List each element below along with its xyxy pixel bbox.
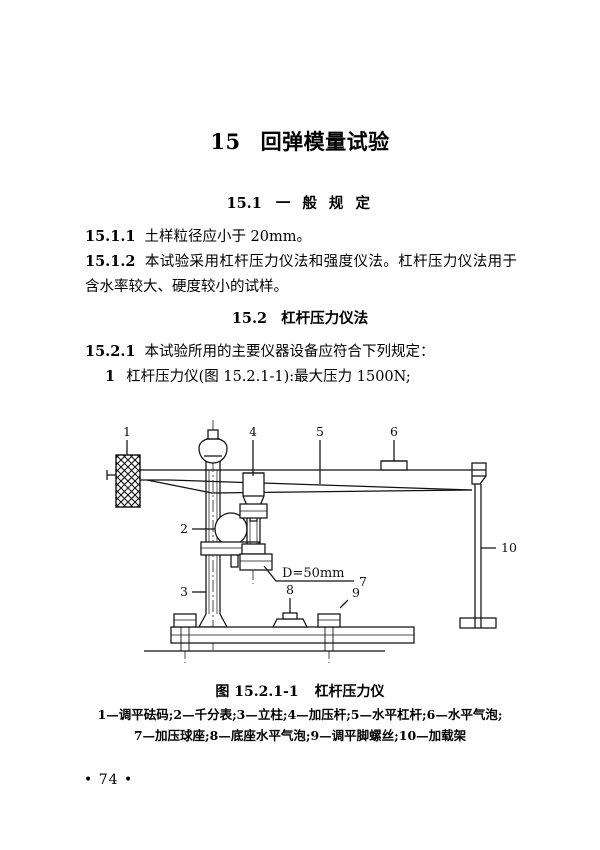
paragraph-text-item-1: 杠杆压力仪(图 15.2.1-1):最大压力 1500N;	[126, 369, 411, 385]
chapter-number: 15	[210, 129, 241, 154]
figure-callout-7: 7	[359, 574, 367, 589]
figure-callout-1: 1	[123, 424, 131, 439]
figure-callout-8: 8	[286, 582, 294, 597]
figure-callout-10: 10	[501, 540, 517, 555]
figure-caption-title: 杠杆压力仪	[314, 684, 385, 700]
paragraph-label-15-1-2: 15.1.2	[85, 253, 136, 270]
figure-lever-pressure-apparatus: 1 2 3 4 5 6 7 8 9 10 D=50mm	[100, 418, 540, 678]
figure-dimension-label: D=50mm	[282, 566, 345, 581]
paragraph-label-15-1-1: 15.1.1	[85, 228, 136, 245]
section-heading-15-2: 15.2 杠杆压力仪法	[0, 307, 600, 328]
paragraph-label-item-1: 1	[105, 368, 116, 385]
paragraph-15-1-1: 15.1.1 土样粒径应小于 20mm。	[85, 224, 517, 250]
paragraph-label-15-2-1: 15.2.1	[85, 343, 136, 360]
figure-callout-2: 2	[180, 521, 188, 536]
figure-legend-line-1: 1—调平砝码;2—千分表;3—立柱;4—加压杆;5—水平杠杆;6—水平气泡;	[97, 707, 503, 722]
figure-legend-line-2: 7—加压球座;8—底座水平气泡;9—调平脚螺丝;10—加载架	[133, 728, 467, 743]
section-title-15-2: 杠杆压力仪法	[281, 310, 369, 327]
figure-legend: 1—调平砝码;2—千分表;3—立柱;4—加压杆;5—水平杠杆;6—水平气泡; 7…	[60, 704, 540, 746]
section-title-15-1: 一 般 规 定	[275, 195, 374, 212]
paragraph-text-15-1-1: 土样粒径应小于 20mm。	[144, 229, 312, 245]
paragraph-text-15-1-2: 本试验采用杠杆压力仪法和强度仪法。杠杆压力仪法用于含水率较大、硬度较小的试样。	[85, 254, 517, 295]
callout-9-leader	[339, 599, 349, 609]
figure-callout-9: 9	[352, 585, 360, 600]
figure-callout-5: 5	[316, 424, 324, 439]
section-number-15-2: 15.2	[231, 310, 268, 327]
chapter-title-text: 回弹模量试验	[260, 129, 390, 154]
paragraph-item-1: 1 杠杆压力仪(图 15.2.1-1):最大压力 1500N;	[105, 364, 517, 390]
paragraph-15-2-1: 15.2.1 本试验所用的主要仪器设备应符合下列规定：	[85, 339, 517, 365]
section-heading-15-1: 15.1 一 般 规 定	[0, 192, 600, 213]
section-number-15-1: 15.1	[226, 195, 262, 212]
figure-callout-4: 4	[249, 424, 257, 439]
figure-caption-number: 图 15.2.1-1	[215, 684, 299, 700]
figure-callout-6: 6	[390, 424, 398, 439]
figure-caption: 图 15.2.1-1 杠杆压力仪	[0, 681, 600, 701]
page-number: • 74 •	[84, 772, 134, 788]
paragraph-text-15-2-1: 本试验所用的主要仪器设备应符合下列规定：	[144, 344, 435, 360]
chapter-title: 15 回弹模量试验	[0, 126, 600, 156]
figure-callout-3: 3	[180, 584, 188, 599]
